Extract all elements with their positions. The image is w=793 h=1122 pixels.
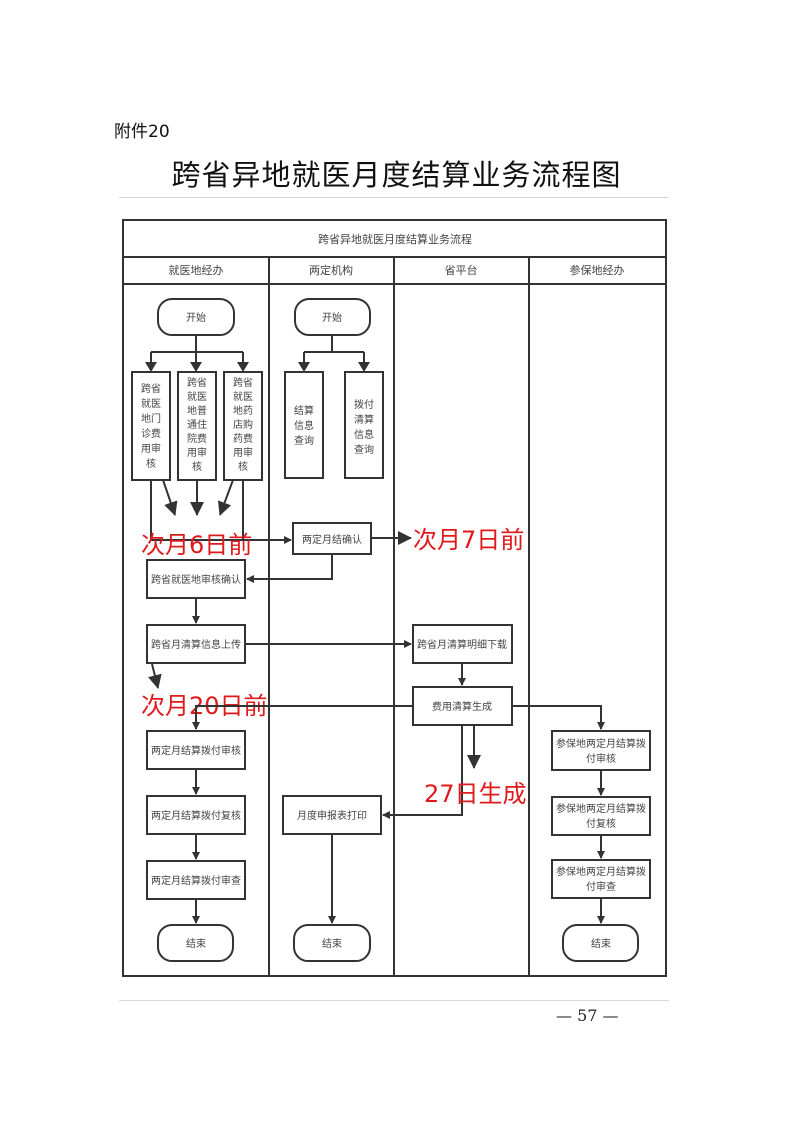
l3-generate-box	[412, 686, 513, 726]
l1-pharmacy-label: 跨省就医地药店购药费用审核	[233, 376, 253, 473]
l1-confirm-box	[146, 559, 246, 599]
generate-to-print-arrow	[382, 725, 463, 819]
l2-clear-query-box	[344, 371, 384, 479]
bottom-divider	[119, 1000, 669, 1001]
page-number: — 57 —	[556, 1006, 619, 1025]
l3-download-box	[412, 624, 513, 664]
l2-print-label: 月度申报表打印	[297, 809, 367, 822]
top-divider	[119, 197, 669, 198]
l1-start-branch-lines	[150, 335, 244, 370]
l1-start-label: 开始	[186, 311, 206, 324]
l1-outpatient-label: 跨省就医地门诊费用审核	[141, 382, 161, 470]
l1-outpatient-review-box	[131, 371, 171, 481]
l1-recheck-box	[146, 795, 246, 835]
l1-end-label: 结束	[186, 937, 206, 950]
l1-box-down-lines	[150, 480, 244, 540]
l2-settle-query-label: 结算信息查询	[294, 404, 314, 447]
big-arrow-1	[162, 479, 178, 516]
l1-pharmacy-review-box	[223, 371, 263, 481]
l1-recheck-label: 两定月结算拨付复核	[151, 809, 241, 822]
l3-generate-label: 费用清算生成	[432, 700, 492, 713]
lane-header-insured-office: 参保地经办	[570, 263, 625, 277]
l2-end-label: 结束	[322, 937, 342, 950]
l1-upload-label: 跨省月清算信息上传	[151, 638, 241, 651]
l2-settle-query-box	[284, 371, 324, 479]
annotation-deadline-7: 次月7日前	[413, 526, 524, 554]
l1-branch-arrowheads	[145, 362, 249, 372]
document-title: 跨省异地就医月度结算业务流程图	[171, 158, 622, 192]
l2-start-label: 开始	[322, 311, 342, 324]
l4-audit-label: 参保地两定月结算拨付审查	[556, 865, 646, 893]
lane-header-designated-institutions: 两定机构	[309, 263, 353, 277]
l1-inpatient-review-box	[177, 371, 217, 481]
monthly-confirm-to-l1-confirm-arrow	[246, 554, 333, 583]
lane-header-provincial-platform: 省平台	[445, 263, 478, 277]
lane-header-treatment-office: 就医地经办	[169, 263, 224, 277]
l1-confirm-label: 跨省就医地审核确认	[151, 573, 241, 586]
annotation-generate-27: 27日生成	[424, 780, 527, 808]
l1-audit-box	[146, 860, 246, 900]
l2-monthly-confirm-label: 两定月结确认	[302, 533, 362, 546]
l2-clear-query-label: 拨付清算信息查询	[354, 398, 374, 456]
l1-review-label: 两定月结算拨付审核	[151, 744, 241, 757]
l2-monthly-confirm-box	[292, 522, 372, 555]
l1-inpatient-label: 跨省就医地普通住院费用审核	[187, 376, 207, 473]
l3-download-label: 跨省月清算明细下载	[417, 638, 507, 651]
l1-audit-label: 两定月结算拨付审查	[151, 874, 241, 887]
l1-end-node	[157, 924, 234, 962]
l4-review-label: 参保地两定月结算拨付审核	[556, 737, 646, 765]
l4-end-node	[562, 924, 639, 962]
big-arrow-3	[217, 479, 234, 516]
annotation-deadline-6: 次月6日前	[141, 531, 252, 559]
l2-end-node	[293, 924, 371, 962]
flowchart-caption: 跨省异地就医月度结算业务流程	[318, 232, 472, 246]
l2-branch-arrowheads	[298, 362, 370, 372]
l4-end-label: 结束	[591, 937, 611, 950]
attachment-label: 附件20	[114, 122, 170, 142]
l2-start-branch-lines	[303, 335, 365, 370]
generate-to-l4-review-arrow	[512, 705, 605, 730]
big-arrow-20	[148, 663, 162, 689]
l4-recheck-label: 参保地两定月结算拨付复核	[556, 802, 646, 830]
generate-to-l1-review-arrow	[192, 705, 413, 730]
l1-review-box	[146, 730, 246, 770]
swimlane-table	[122, 219, 667, 977]
